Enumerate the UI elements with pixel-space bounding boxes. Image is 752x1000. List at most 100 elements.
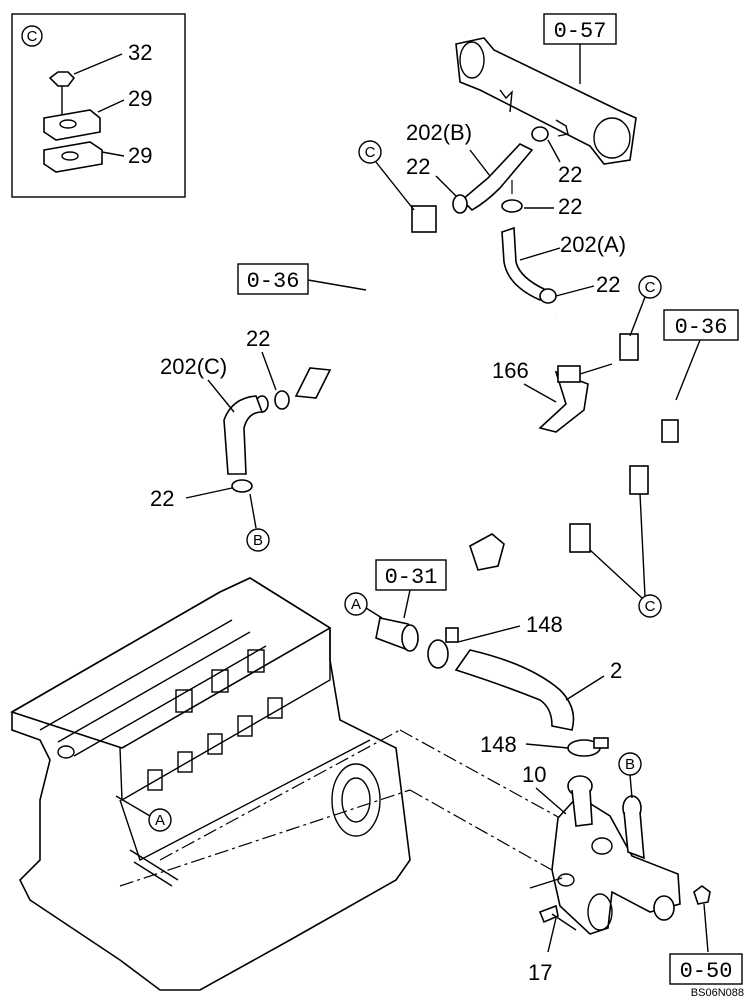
inset-c-marker [21, 25, 43, 47]
inset-c-letter: C [27, 28, 38, 45]
b-marker-2-letter: B [625, 756, 635, 773]
engine-bore [57, 745, 75, 759]
ref-box-0-36-right [663, 309, 739, 341]
leader-c3b [589, 549, 643, 599]
hose-202b [460, 143, 534, 211]
bracket-bolt [579, 363, 613, 375]
leader-202a [519, 247, 561, 261]
hose-2 [454, 649, 575, 731]
c-marker-2 [638, 275, 662, 299]
leader-b2 [629, 774, 633, 799]
clamp-c-right-2 [629, 465, 649, 495]
leader-148-lower [525, 743, 569, 749]
clamp-148-upper [427, 639, 449, 669]
pipe-right-flange [469, 533, 505, 571]
port-3 [207, 733, 223, 755]
leader-22-b [547, 139, 561, 163]
hose-202c [223, 395, 264, 475]
leader-a2 [115, 795, 151, 817]
port-4 [237, 715, 253, 737]
hose-202c-group: 22 202(C) 22 B [150, 326, 290, 552]
inset-detail-c: C 32 29 29 [11, 13, 186, 198]
clamp-c-right-1 [619, 333, 639, 361]
assembly-line-1 [159, 729, 401, 861]
port-6 [175, 689, 193, 713]
ref-0-36-left: 0-36 [247, 269, 300, 294]
ref-box-0-31 [375, 559, 447, 591]
callout-202c: 202(C) [160, 354, 227, 379]
bracket-166 [538, 370, 589, 433]
cooler-body [455, 37, 637, 165]
leader-c2 [629, 296, 646, 337]
clamp-lower-hole [61, 151, 79, 161]
assembly-line-4 [409, 789, 553, 871]
cooler-nipple-b [555, 119, 569, 137]
leader-22-f [185, 487, 233, 499]
callout-22-d: 22 [596, 272, 620, 297]
b-marker-1 [246, 528, 270, 552]
a-marker-2 [148, 808, 172, 832]
bypass-tube [623, 811, 645, 860]
pipe-left-outer [299, 213, 453, 395]
callout-29-upper: 29 [128, 86, 152, 111]
callout-202a: 202(A) [560, 232, 626, 257]
clamp-22-c [501, 199, 523, 213]
ref-0-50: 0-50 [680, 959, 733, 984]
leader-202c [207, 379, 235, 413]
hose-202b-group: 202(B) 22 22 [406, 120, 582, 214]
callout-148-upper: 148 [526, 612, 563, 637]
engine-block-deck [10, 577, 332, 749]
thermostat-housing-group: 10 B 17 0-50 [522, 752, 743, 985]
cooler-outlet [593, 117, 631, 159]
leader-0-31 [403, 589, 411, 619]
callout-22-a: 22 [406, 154, 430, 179]
housing-centre [591, 837, 613, 855]
clamp-29-upper [43, 109, 101, 141]
callout-2: 2 [610, 658, 622, 683]
leader-0-50 [703, 903, 709, 953]
pipe-right-sleeve [661, 419, 679, 443]
port-2 [177, 751, 193, 773]
assembly-line-2 [399, 729, 561, 819]
callout-22-c: 22 [558, 194, 582, 219]
outlet-nozzle [653, 895, 675, 921]
leader-32 [73, 53, 123, 75]
leader-202b [469, 149, 491, 177]
leader-10 [535, 787, 567, 815]
cooler-inlet [459, 41, 485, 79]
pipe-left-inner [298, 212, 453, 396]
port-7 [211, 669, 229, 693]
inset-frame [11, 13, 186, 198]
c-marker-2-letter: C [645, 279, 656, 296]
pipe-left-flange [294, 367, 332, 399]
leader-148-upper [457, 625, 521, 643]
port-1 [147, 769, 163, 791]
callout-10: 10 [522, 762, 546, 787]
bracket-166-group: 166 [492, 358, 613, 433]
leader-c3a [639, 493, 646, 597]
leader-29a [97, 99, 125, 113]
engine-block: A [10, 577, 561, 991]
egr-cooler: 0-57 [455, 13, 637, 165]
engine-head-ribs [39, 619, 267, 757]
callout-22-b: 22 [558, 162, 582, 187]
b-marker-1-letter: B [253, 532, 263, 549]
clamp-22-b1 [452, 194, 468, 214]
ref-box-0-50 [669, 953, 743, 985]
leader-166 [523, 383, 557, 403]
housing-top-neck [571, 789, 593, 827]
ref-0-31: 0-31 [385, 565, 438, 590]
cooler-nipple-a [499, 89, 513, 113]
leader-a1 [365, 607, 383, 619]
leader-29b [101, 151, 125, 157]
clamp-148-lower-screw [593, 737, 609, 749]
callout-22-f: 22 [150, 486, 174, 511]
engine-studs [129, 849, 179, 887]
hose-202a [501, 226, 548, 302]
engine-ports [147, 649, 283, 791]
callout-202b: 202(B) [406, 120, 472, 145]
clamp-22-e [274, 390, 290, 410]
port-5 [267, 697, 283, 719]
